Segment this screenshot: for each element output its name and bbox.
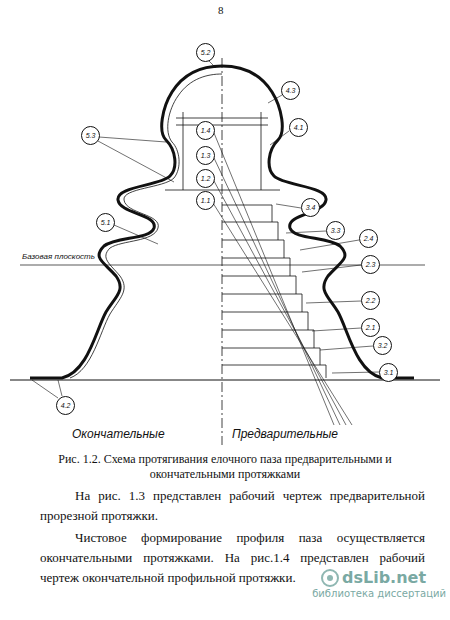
figure-caption: Рис. 1.2. Схема протягивания елочного па… — [30, 452, 420, 482]
leader-lines — [32, 60, 379, 425]
callout-number: 1.2 — [196, 169, 215, 188]
callout-number: 1.4 — [196, 121, 215, 140]
callout-number: 5.2 — [196, 43, 215, 62]
callout-number: 3.4 — [301, 198, 320, 217]
drawing-label: dsLib.net — [342, 568, 426, 587]
callout-number: 4.3 — [281, 81, 300, 100]
axis — [222, 58, 223, 445]
neck-line — [261, 112, 262, 190]
body-paragraph: На рис. 1.3 представлен рабочий чертеж п… — [40, 486, 425, 526]
drawing-label: Предварительные — [232, 427, 338, 441]
neck-line — [183, 112, 184, 190]
callout-number: 5.1 — [96, 213, 115, 232]
callout-number: 3.2 — [373, 336, 392, 355]
watermark-icon — [322, 570, 338, 586]
callout-number: 3.3 — [326, 221, 345, 240]
callout-number: 5.3 — [81, 126, 100, 145]
callout-number: 4.2 — [56, 396, 75, 415]
callout-number: 2.1 — [361, 318, 380, 337]
callout-number: 1.1 — [196, 191, 215, 210]
profile-left — [30, 66, 222, 378]
base-line — [10, 380, 440, 381]
inner-profile — [70, 74, 222, 378]
drawing-label: Окончательные — [72, 427, 165, 441]
drawing-label: 8 — [218, 4, 224, 16]
step-line — [165, 190, 280, 191]
drawing-label: библиотека диссертаций — [312, 588, 446, 599]
callout-number: 2.3 — [361, 255, 380, 274]
callout-number: 1.3 — [196, 146, 215, 165]
step-line — [176, 118, 268, 119]
callout-number: 4.1 — [289, 118, 308, 137]
callout-number: 2.4 — [359, 229, 378, 248]
callout-number: 2.2 — [361, 291, 380, 310]
drawing-label: Базовая плоскость — [22, 252, 95, 261]
step-line — [176, 125, 268, 126]
callout-number: 3.1 — [379, 363, 398, 382]
